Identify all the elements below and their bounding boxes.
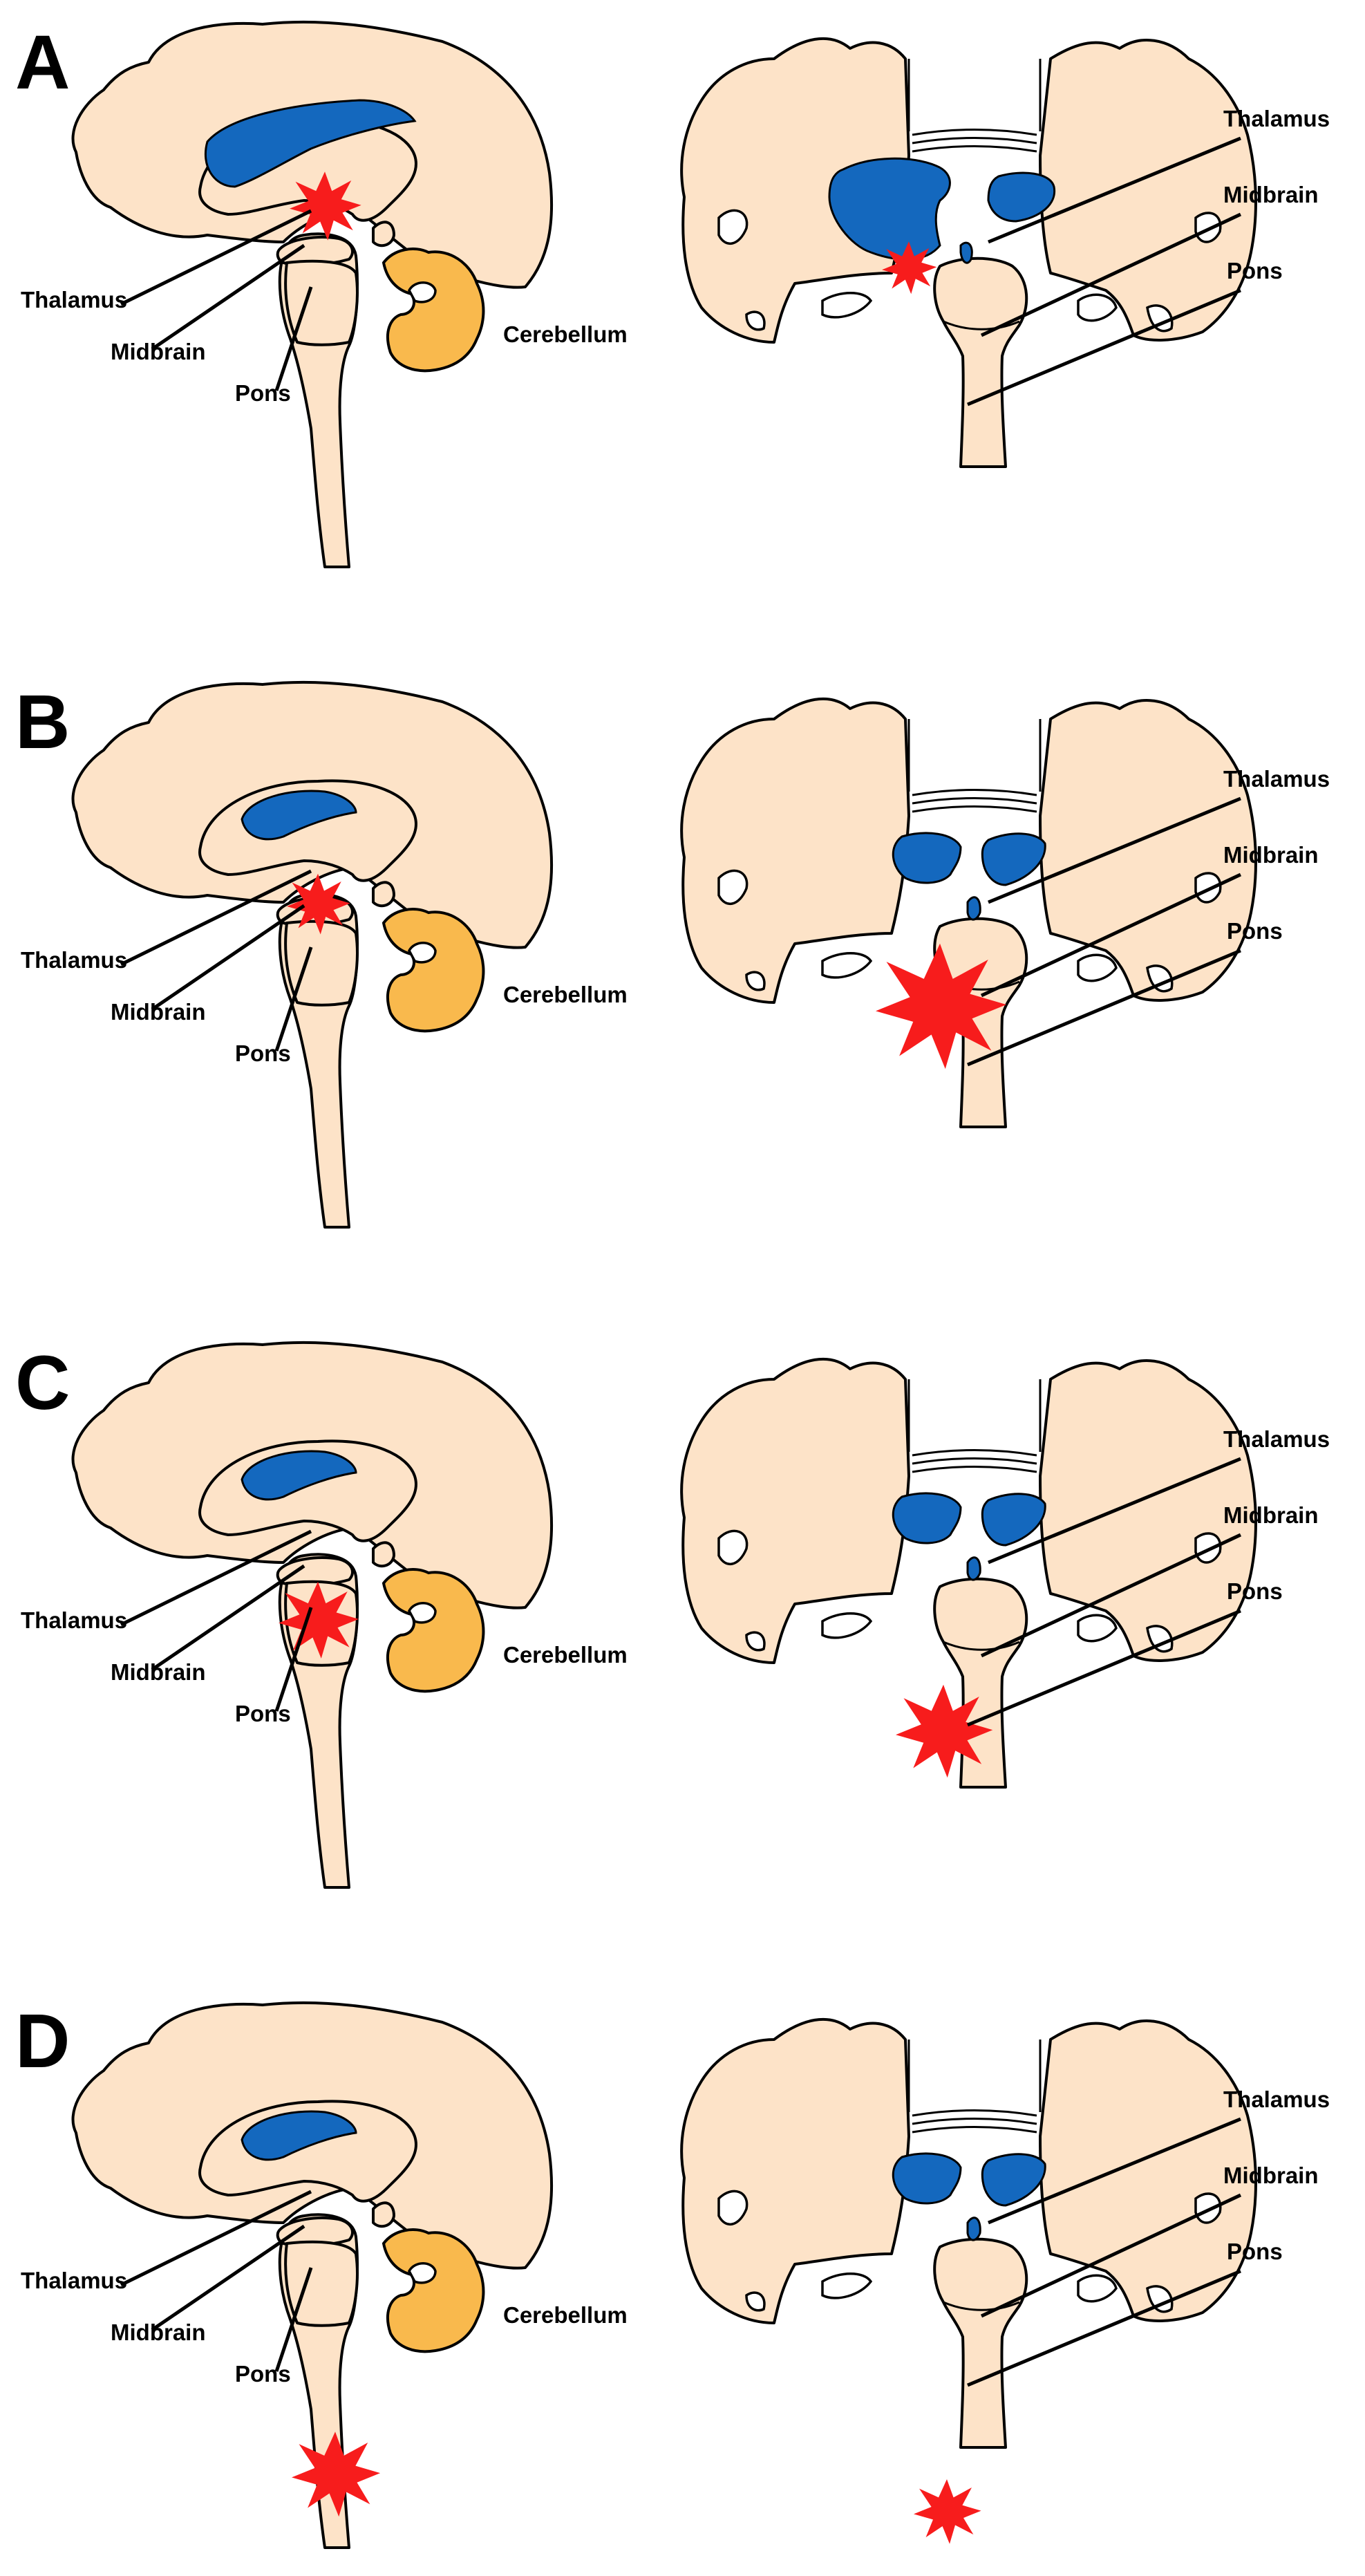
label-midbrain: Midbrain bbox=[111, 339, 206, 364]
panel-c: Thalamus Midbrain Pons Cerebellum Thalam… bbox=[21, 1341, 1330, 1889]
label-thalamus: Thalamus bbox=[1223, 106, 1330, 131]
label-thalamus: Thalamus bbox=[21, 287, 127, 312]
label-midbrain: Midbrain bbox=[1223, 182, 1319, 207]
label-cerebellum: Cerebellum bbox=[503, 982, 628, 1007]
label-midbrain: Midbrain bbox=[111, 1659, 206, 1685]
label-pons: Pons bbox=[1227, 258, 1283, 283]
panel-letter-a: A bbox=[15, 20, 70, 105]
coronal-brain: Thalamus Midbrain Pons bbox=[680, 1357, 1330, 1789]
sagittal-brain: Thalamus Midbrain Pons Cerebellum bbox=[21, 2001, 628, 2549]
coronal-brain: Thalamus Midbrain Pons bbox=[680, 2017, 1330, 2544]
lesion-marker bbox=[914, 2479, 981, 2544]
label-midbrain: Midbrain bbox=[111, 999, 206, 1025]
label-pons: Pons bbox=[1227, 1578, 1283, 1604]
label-thalamus: Thalamus bbox=[1223, 766, 1330, 792]
label-midbrain: Midbrain bbox=[111, 2320, 206, 2345]
sagittal-brain: Thalamus Midbrain Pons Cerebellum bbox=[21, 20, 628, 568]
sagittal-brain: Thalamus Midbrain Pons Cerebellum bbox=[21, 1341, 628, 1889]
label-pons: Pons bbox=[235, 1040, 291, 1066]
sagittal-brain: Thalamus Midbrain Pons Cerebellum bbox=[21, 680, 628, 1229]
label-cerebellum: Cerebellum bbox=[503, 321, 628, 347]
label-midbrain: Midbrain bbox=[1223, 2163, 1319, 2188]
coronal-brain: Thalamus Midbrain Pons bbox=[680, 37, 1330, 469]
label-midbrain: Midbrain bbox=[1223, 1502, 1319, 1528]
lesion-marker bbox=[292, 2432, 381, 2517]
label-pons: Pons bbox=[235, 1701, 291, 1726]
panel-letter-c: C bbox=[15, 1341, 70, 1426]
panel-d: Thalamus Midbrain Pons Cerebellum Thalam… bbox=[21, 2001, 1330, 2549]
panel-letter-d: D bbox=[15, 1999, 70, 2084]
panel-b: Thalamus Midbrain Pons Cerebellum Thalam… bbox=[21, 680, 1330, 1229]
label-pons: Pons bbox=[235, 380, 291, 406]
label-thalamus: Thalamus bbox=[1223, 2087, 1330, 2112]
label-cerebellum: Cerebellum bbox=[503, 1642, 628, 1668]
label-pons: Pons bbox=[235, 2361, 291, 2387]
label-pons: Pons bbox=[1227, 918, 1283, 944]
label-cerebellum: Cerebellum bbox=[503, 2302, 628, 2328]
label-thalamus: Thalamus bbox=[21, 1607, 127, 1633]
label-thalamus: Thalamus bbox=[21, 947, 127, 973]
panel-letter-b: B bbox=[15, 680, 70, 765]
panel-a: Thalamus Midbrain Pons Cerebellum Thalam… bbox=[21, 20, 1330, 568]
coronal-brain: Thalamus Midbrain Pons bbox=[680, 697, 1330, 1128]
label-pons: Pons bbox=[1227, 2239, 1283, 2264]
label-thalamus: Thalamus bbox=[1223, 1426, 1330, 1452]
label-thalamus: Thalamus bbox=[21, 2268, 127, 2293]
label-midbrain: Midbrain bbox=[1223, 842, 1319, 868]
